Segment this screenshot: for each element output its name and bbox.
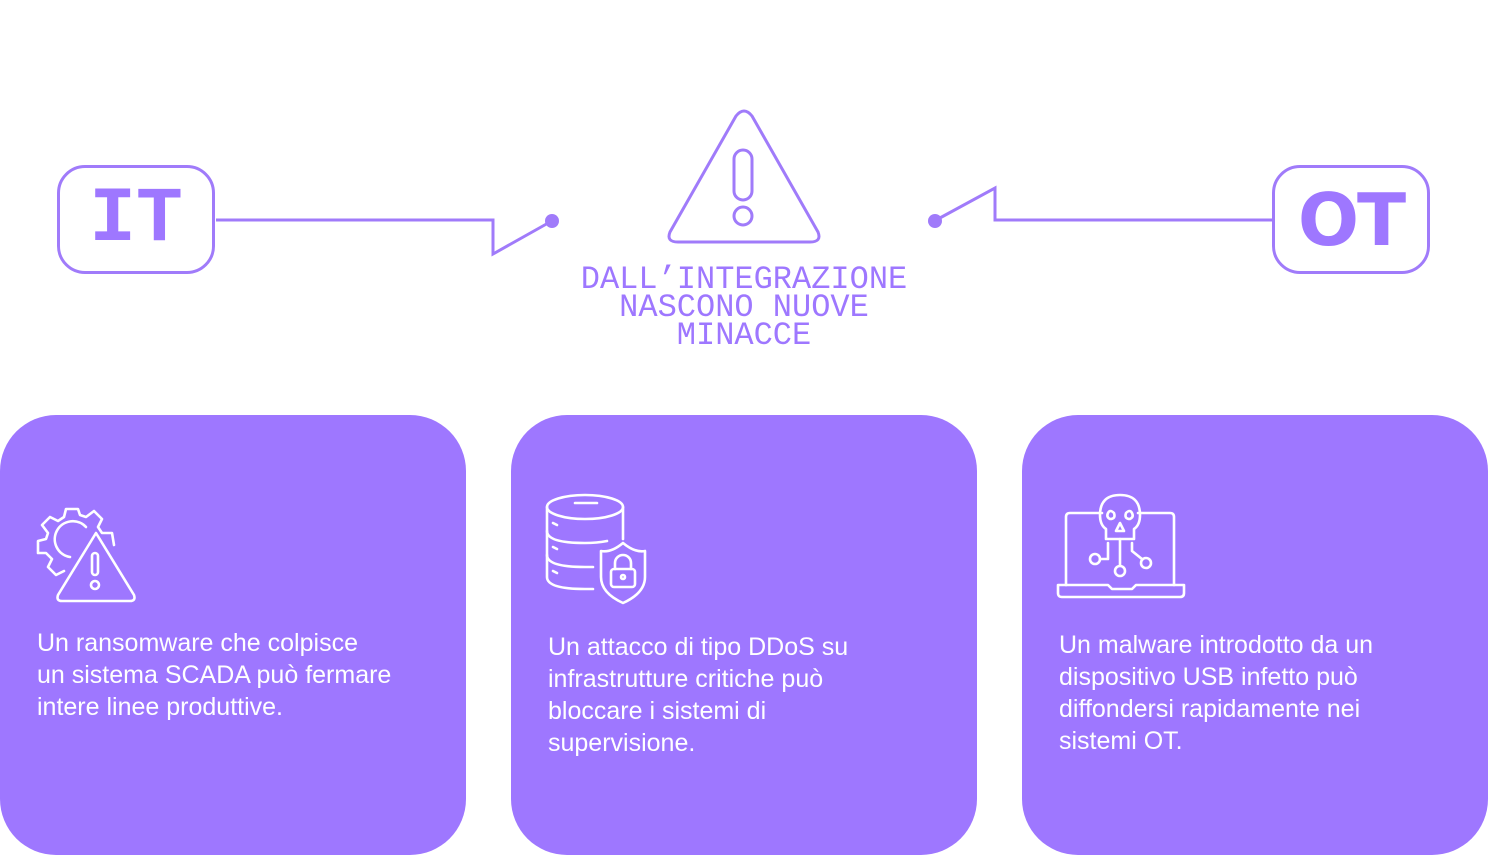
card-line: diffondersi rapidamente nei bbox=[1059, 695, 1361, 723]
ot-label: OT bbox=[1297, 177, 1406, 262]
card-line: Un malware introdotto da un bbox=[1059, 631, 1374, 659]
card-description: Un malware introdotto da un dispositivo … bbox=[1059, 629, 1459, 757]
ot-switch-contact bbox=[928, 214, 942, 228]
ot-connector-line bbox=[937, 185, 1272, 222]
headline: DALL’INTEGRAZIONE NASCONO NUOVE MINACCE bbox=[544, 261, 944, 354]
it-switch-contact bbox=[545, 214, 559, 228]
ot-node: OT bbox=[1272, 165, 1430, 274]
card-line: Un attacco di tipo DDoS su bbox=[548, 633, 849, 661]
threat-card-usb-malware: Un malware introdotto da un dispositivo … bbox=[1022, 415, 1488, 855]
card-line: supervisione. bbox=[548, 729, 696, 757]
card-line: bloccare i sistemi di bbox=[548, 697, 767, 725]
card-line: Un ransomware che colpisce bbox=[37, 629, 358, 657]
card-description: Un ransomware che colpisce un sistema SC… bbox=[37, 627, 437, 723]
laptop-skull-malware-icon bbox=[1056, 493, 1186, 599]
card-line: intere linee produttive. bbox=[37, 693, 283, 721]
it-node: IT bbox=[57, 165, 215, 274]
headline-line-3: MINACCE bbox=[676, 317, 812, 354]
card-description: Un attacco di tipo DDoS su infrastruttur… bbox=[548, 631, 948, 759]
headline-line-2: NASCONO NUOVE bbox=[619, 289, 869, 326]
it-label: IT bbox=[89, 175, 183, 264]
threat-card-ddos: Un attacco di tipo DDoS su infrastruttur… bbox=[511, 415, 977, 855]
card-line: sistemi OT. bbox=[1059, 727, 1183, 755]
headline-line-1: DALL’INTEGRAZIONE bbox=[580, 261, 908, 298]
card-line: infrastrutture critiche può bbox=[548, 665, 824, 693]
card-line: un sistema SCADA può fermare bbox=[37, 661, 392, 689]
gear-warning-icon bbox=[36, 507, 136, 603]
card-line: dispositivo USB infetto può bbox=[1059, 663, 1358, 691]
threat-card-ransomware: Un ransomware che colpisce un sistema SC… bbox=[0, 415, 466, 855]
database-shield-lock-icon bbox=[545, 493, 647, 605]
warning-triangle-icon bbox=[667, 109, 821, 244]
it-connector-line bbox=[216, 218, 551, 257]
switch-connector bbox=[216, 185, 1272, 257]
